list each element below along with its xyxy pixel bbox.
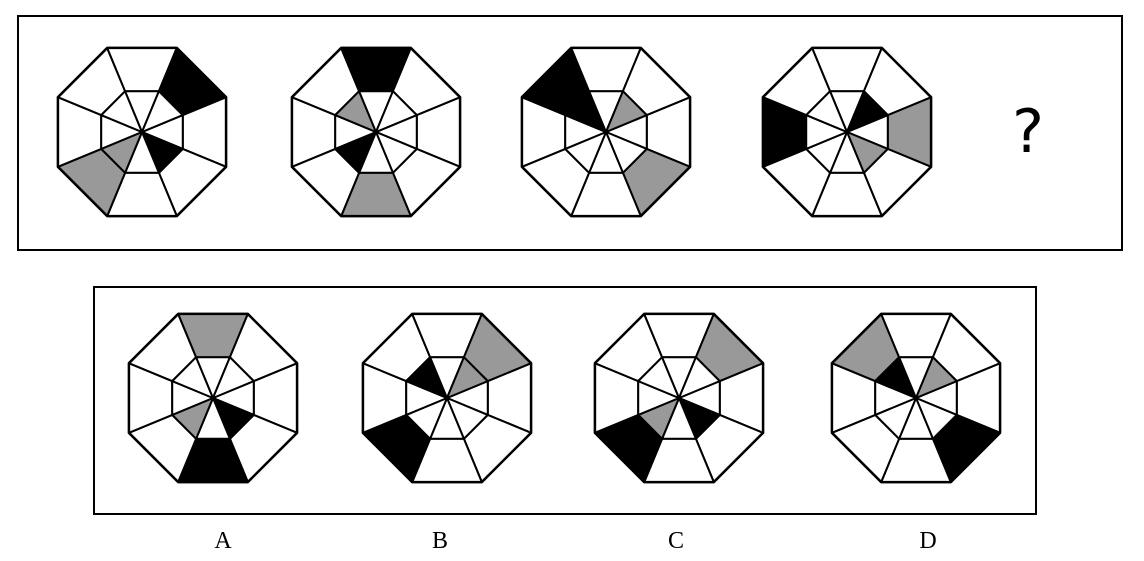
octagon-outline xyxy=(290,46,462,218)
octagon-outline xyxy=(593,312,765,484)
octagon-outline xyxy=(56,46,228,218)
inner-cell-ne xyxy=(605,90,648,133)
option-label-d[interactable]: D xyxy=(919,528,937,554)
octagon-outline xyxy=(761,46,933,218)
inner-cell-ne xyxy=(446,356,489,399)
option-label-c[interactable]: C xyxy=(667,528,684,554)
option-label-b[interactable]: B xyxy=(431,528,448,554)
inner-cell-ne xyxy=(141,90,184,133)
inner-cell-ne xyxy=(678,356,721,399)
option-label-a[interactable]: A xyxy=(214,528,232,554)
inner-cell-ne xyxy=(915,356,958,399)
octagon-outline xyxy=(127,312,299,484)
missing-figure-question-mark: ? xyxy=(1012,97,1044,167)
inner-cell-ne xyxy=(375,90,418,133)
octagon-outline xyxy=(520,46,692,218)
octagon-outline xyxy=(361,312,533,484)
inner-cell-ne xyxy=(212,356,255,399)
octagon-outline xyxy=(830,312,1002,484)
inner-cell-ne xyxy=(846,90,889,133)
